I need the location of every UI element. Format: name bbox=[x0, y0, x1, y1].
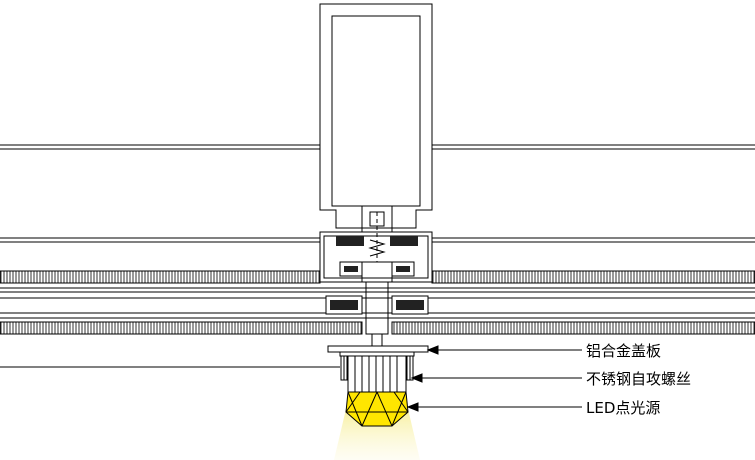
label-screw: 不锈钢自攻螺丝 bbox=[586, 370, 691, 388]
led-housing bbox=[347, 355, 407, 393]
aluminum-cover-plate bbox=[327, 345, 429, 357]
glass-panel-lower bbox=[0, 321, 755, 335]
central-connector bbox=[361, 212, 393, 349]
stainless-screws bbox=[340, 355, 414, 381]
horizontal-lines bbox=[0, 144, 755, 368]
gaskets bbox=[325, 236, 429, 315]
label-cover-plate: 铝合金盖板 bbox=[586, 342, 661, 360]
leader-lines bbox=[406, 345, 582, 412]
label-led: LED点光源 bbox=[586, 399, 660, 417]
led-lens bbox=[345, 391, 409, 427]
aluminum-mullion bbox=[319, 3, 433, 283]
